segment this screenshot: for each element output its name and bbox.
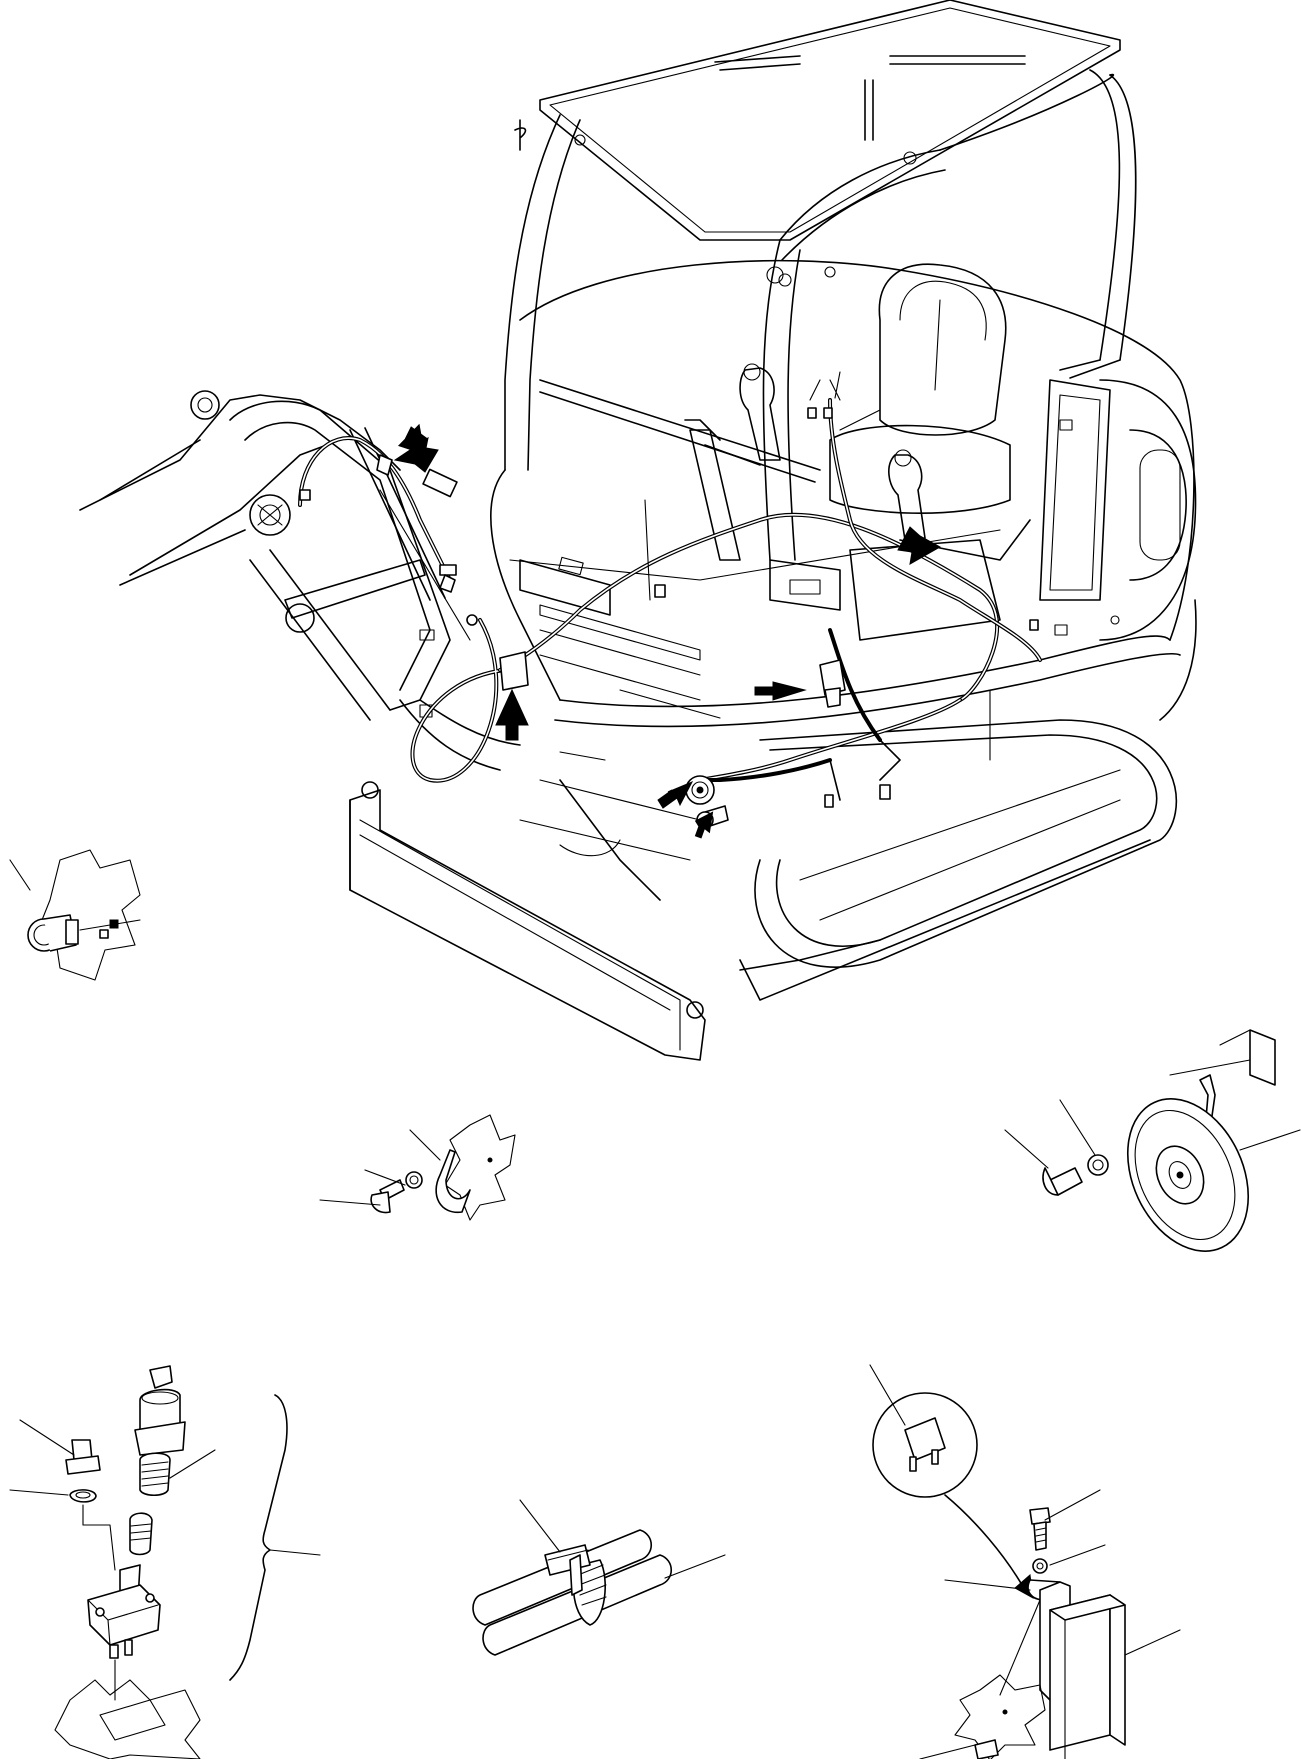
boom-arm	[79, 390, 521, 771]
cab-floor-panels	[519, 539, 1001, 719]
callout-arrow-icon	[897, 526, 942, 565]
canopy-frame	[504, 69, 1137, 561]
callout-arrow-icon	[495, 688, 529, 741]
undercarriage	[519, 719, 1177, 1001]
detail-clamp	[319, 1114, 516, 1221]
detail-solenoid	[9, 1365, 321, 1759]
control-levers	[684, 363, 926, 561]
callout-arrow-icon	[657, 781, 694, 809]
callout-arrow-icon	[393, 436, 439, 473]
detail-cable-tie	[472, 1499, 726, 1656]
detail-fuse-relay	[869, 1364, 1181, 1759]
wire-harness	[298, 371, 1042, 808]
dozer-blade	[349, 781, 706, 1061]
callout-arrow-icon	[754, 681, 807, 701]
callout-arrows	[393, 423, 942, 839]
upper-structure	[490, 259, 1197, 728]
canopy-roof	[539, 0, 1121, 241]
detail-switch	[9, 849, 141, 981]
detail-horn	[1004, 1029, 1301, 1252]
operator-seat	[829, 263, 1031, 561]
harness-components	[376, 409, 991, 829]
callout-arrow-icon	[694, 811, 714, 839]
